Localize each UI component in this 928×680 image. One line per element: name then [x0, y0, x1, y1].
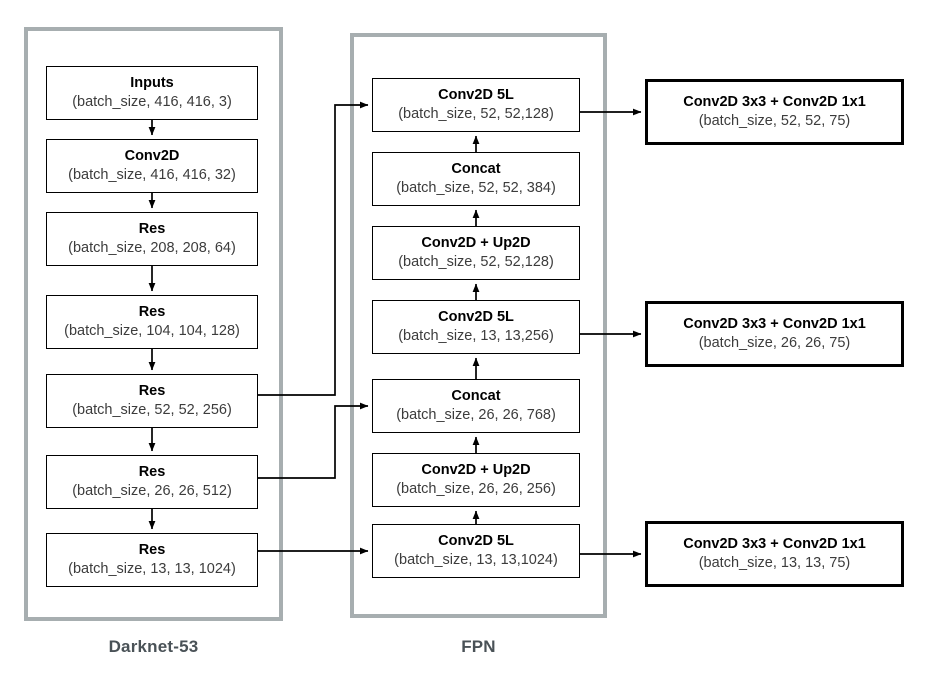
node-shape: (batch_size, 26, 26, 768) [396, 407, 556, 423]
node-title: Conv2D 5L [438, 86, 514, 103]
node-fpn-concat-26: Concat (batch_size, 26, 26, 768) [372, 379, 580, 433]
node-shape: (batch_size, 52, 52, 75) [698, 113, 851, 129]
node-res-26: Res (batch_size, 26, 26, 512) [46, 455, 258, 509]
node-res-104: Res (batch_size, 104, 104, 128) [46, 295, 258, 349]
node-res-52: Res (batch_size, 52, 52, 256) [46, 374, 258, 428]
node-title: Res [138, 220, 166, 237]
node-shape: (batch_size, 13, 13,256) [398, 328, 554, 344]
node-title: Conv2D 3x3 + Conv2D 1x1 [683, 93, 866, 110]
node-fpn-conv5l-52: Conv2D 5L (batch_size, 52, 52,128) [372, 78, 580, 132]
node-title: Inputs [130, 74, 174, 91]
node-head-13: Conv2D 3x3 + Conv2D 1x1 (batch_size, 13,… [645, 521, 904, 587]
node-shape: (batch_size, 13, 13, 75) [698, 555, 851, 571]
node-shape: (batch_size, 26, 26, 512) [72, 483, 232, 499]
node-title: Concat [451, 160, 501, 177]
group-label-fpn: FPN [461, 637, 496, 656]
node-fpn-conv5l-13a: Conv2D 5L (batch_size, 13, 13,256) [372, 300, 580, 354]
node-fpn-conv5l-13b: Conv2D 5L (batch_size, 13, 13,1024) [372, 524, 580, 578]
node-fpn-concat-52: Concat (batch_size, 52, 52, 384) [372, 152, 580, 206]
node-shape: (batch_size, 52, 52, 384) [396, 180, 556, 196]
node-title: Conv2D [124, 147, 180, 164]
node-shape: (batch_size, 26, 26, 75) [698, 335, 851, 351]
node-fpn-up-52: Conv2D + Up2D (batch_size, 52, 52,128) [372, 226, 580, 280]
node-title: Concat [451, 387, 501, 404]
node-head-26: Conv2D 3x3 + Conv2D 1x1 (batch_size, 26,… [645, 301, 904, 367]
node-shape: (batch_size, 52, 52,128) [398, 254, 554, 270]
node-title: Conv2D 3x3 + Conv2D 1x1 [683, 535, 866, 552]
node-title: Conv2D 3x3 + Conv2D 1x1 [683, 315, 866, 332]
node-res-13: Res (batch_size, 13, 13, 1024) [46, 533, 258, 587]
node-shape: (batch_size, 13, 13,1024) [394, 552, 558, 568]
node-inputs: Inputs (batch_size, 416, 416, 3) [46, 66, 258, 120]
node-fpn-up-26: Conv2D + Up2D (batch_size, 26, 26, 256) [372, 453, 580, 507]
node-title: Res [138, 303, 166, 320]
node-title: Res [138, 382, 166, 399]
node-title: Res [138, 463, 166, 480]
node-shape: (batch_size, 104, 104, 128) [64, 323, 240, 339]
node-title: Conv2D 5L [438, 308, 514, 325]
node-title: Conv2D 5L [438, 532, 514, 549]
node-res-208: Res (batch_size, 208, 208, 64) [46, 212, 258, 266]
node-title: Conv2D + Up2D [421, 461, 531, 478]
node-head-52: Conv2D 3x3 + Conv2D 1x1 (batch_size, 52,… [645, 79, 904, 145]
node-shape: (batch_size, 13, 13, 1024) [68, 561, 236, 577]
node-conv2d: Conv2D (batch_size, 416, 416, 32) [46, 139, 258, 193]
node-title: Conv2D + Up2D [421, 234, 531, 251]
node-shape: (batch_size, 26, 26, 256) [396, 481, 556, 497]
node-shape: (batch_size, 52, 52,128) [398, 106, 554, 122]
node-shape: (batch_size, 416, 416, 32) [68, 167, 236, 183]
group-label-darknet: Darknet-53 [108, 637, 199, 656]
node-shape: (batch_size, 52, 52, 256) [72, 402, 232, 418]
node-shape: (batch_size, 416, 416, 3) [72, 94, 232, 110]
node-shape: (batch_size, 208, 208, 64) [68, 240, 236, 256]
node-title: Res [138, 541, 166, 558]
